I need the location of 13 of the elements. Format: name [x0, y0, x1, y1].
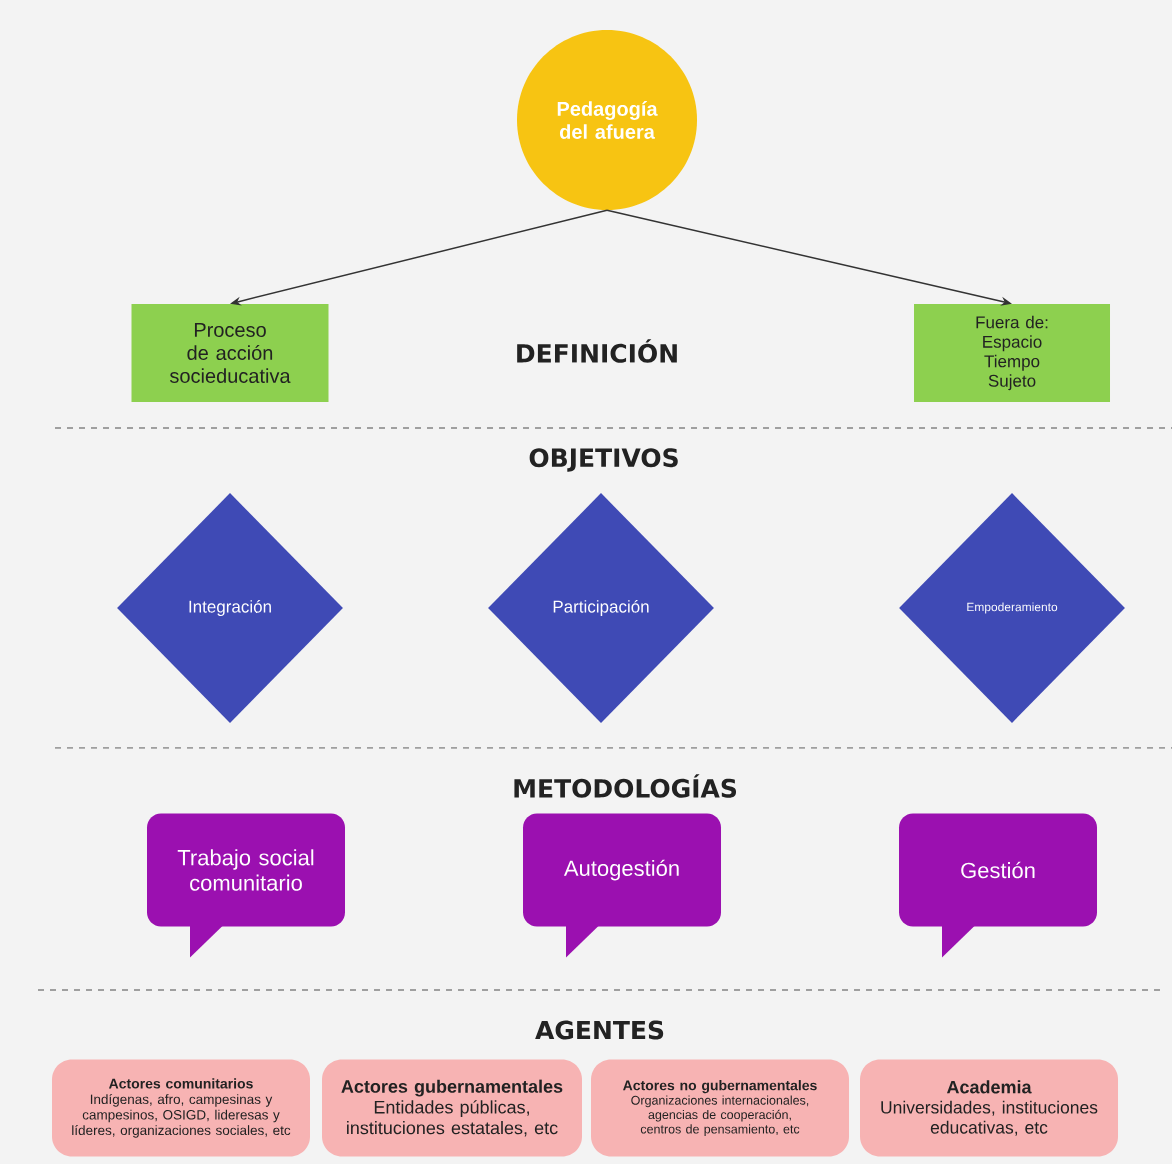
- agent-box: Academia Universidades, instituciones educativas, etc: [860, 1059, 1118, 1157]
- speech-bubble: Autogestión: [523, 813, 721, 958]
- agent-box: Actores gubernamentales Entidades públicas, instituciones estatales, etc: [322, 1059, 582, 1157]
- section-heading: METODOLOGÍAS: [514, 774, 737, 798]
- process-box: Proceso de acción socieducativa: [131, 304, 329, 402]
- section-heading: DEFINICIÓN: [517, 339, 677, 363]
- section-heading: AGENTES: [535, 1020, 664, 1040]
- agent-box: Actores no gubernamentales Organizaciones internacionales, agencias de cooperación, centros de pensamiento, etc: [591, 1059, 849, 1157]
- agent-box: Actores comunitarios Indígenas, afro, campesinas y campesinos, OSIGD, lideresas y líderes, organizaciones sociales, etc: [52, 1059, 310, 1157]
- circle-node: Pedagogía del afuera: [517, 30, 697, 210]
- speech-bubble: Trabajo social comunitario: [147, 813, 345, 958]
- speech-bubble: Gestión: [899, 813, 1097, 958]
- process-box: Fuera de: Espacio Tiempo Sujeto: [914, 304, 1110, 402]
